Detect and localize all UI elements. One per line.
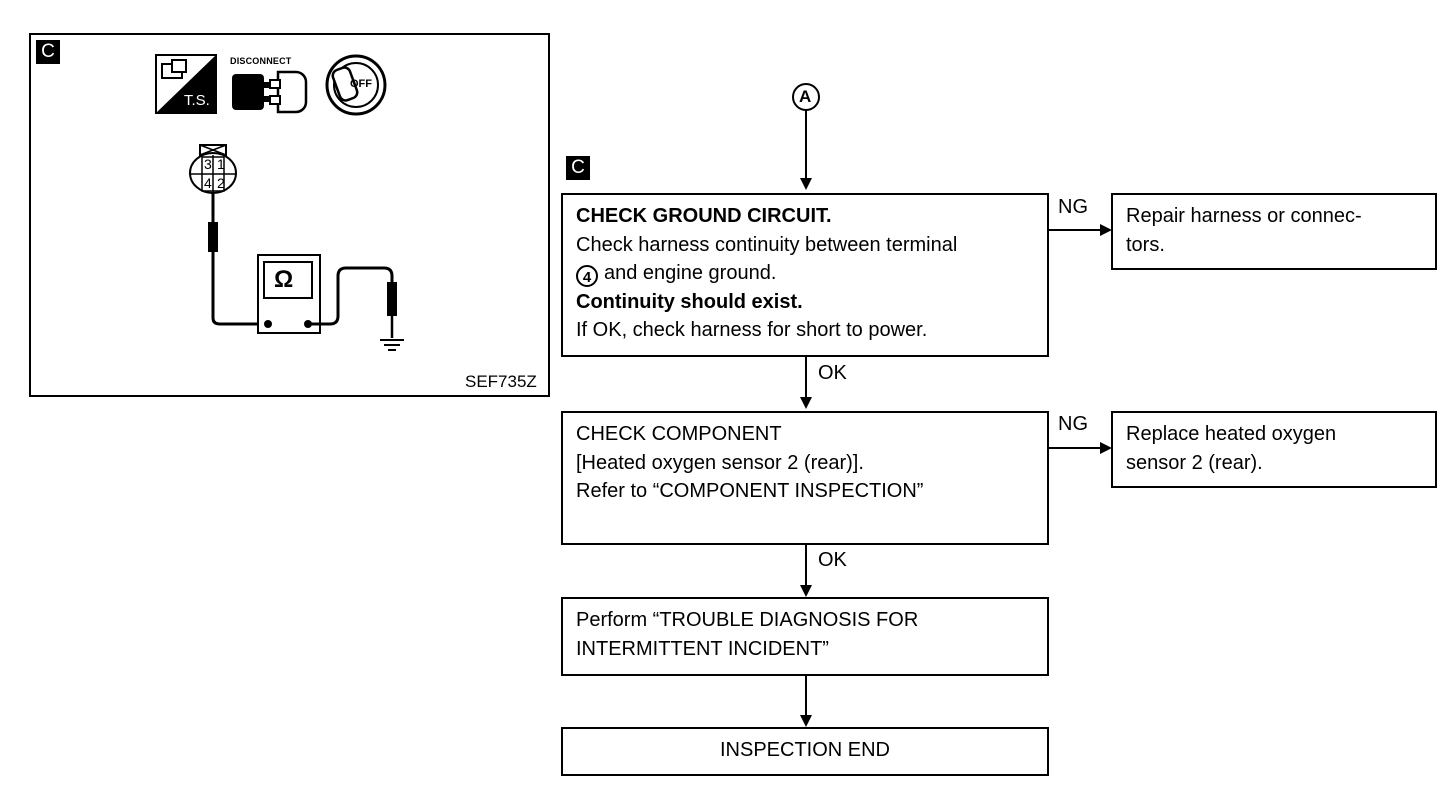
pin-4: 4 (204, 175, 212, 191)
step2-line1: CHECK COMPONENT (576, 423, 782, 445)
step2-ok-label: OK (818, 549, 847, 571)
step1-ng-action-line1: Repair harness or connec- (1126, 205, 1362, 227)
step1-line2: and engine ground. (604, 262, 777, 284)
inspection-end: INSPECTION END (561, 727, 1049, 776)
step1-ok-label: OK (818, 362, 847, 384)
step3-line2: INTERMITTENT INCIDENT” (576, 637, 829, 660)
step1-title: CHECK GROUND CIRCUIT. (576, 205, 832, 227)
step2-ng-action-line1: Replace heated oxygen (1126, 423, 1337, 445)
ohm-symbol: Ω (274, 266, 294, 293)
step2-ng-label: NG (1058, 413, 1088, 435)
step-check-component: CHECK COMPONENT [Heated oxygen sensor 2 … (561, 411, 1049, 545)
step1-ng-action-line2: tors. (1126, 233, 1165, 256)
step3-line1: Perform “TROUBLE DIAGNOSIS FOR (576, 609, 919, 631)
illustration-panel (29, 33, 550, 397)
step1-expect: Continuity should exist. (576, 290, 803, 313)
c-badge-letter: C (41, 41, 55, 62)
step2-ng-action: Replace heated oxygen sensor 2 (rear). (1111, 411, 1437, 488)
step2-ng-action-line2: sensor 2 (rear). (1126, 451, 1263, 474)
pin-2: 2 (217, 175, 225, 191)
ignition-off-label: OFF (350, 78, 372, 90)
ts-label: T.S. (184, 92, 210, 109)
terminal-4-marker: 4 (576, 265, 598, 287)
step2-line3: Refer to “COMPONENT INSPECTION” (576, 480, 924, 502)
flow-c-badge: C (566, 156, 590, 180)
pin-1: 1 (217, 156, 225, 172)
step1-line1: Check harness continuity between termina… (576, 233, 958, 256)
figure-code: SEF735Z (465, 372, 537, 391)
step1-line2-row: 4 and engine ground. (576, 259, 1047, 288)
flow-c-badge-letter: C (571, 157, 585, 178)
illustration-c-badge: C (36, 40, 60, 64)
disconnect-label: DISCONNECT (230, 56, 292, 66)
inspection-end-label: INSPECTION END (719, 739, 891, 761)
step1-ng-label: NG (1058, 196, 1088, 218)
step2-line2: [Heated oxygen sensor 2 (rear)]. (576, 451, 864, 474)
entry-marker-a: A (799, 87, 812, 106)
pin-3: 3 (204, 156, 212, 172)
step-check-ground-circuit: CHECK GROUND CIRCUIT. Check harness cont… (561, 193, 1049, 357)
step1-line3: If OK, check harness for short to power. (576, 319, 928, 341)
step1-ng-action: Repair harness or connec- tors. (1111, 193, 1437, 270)
step-trouble-diagnosis: Perform “TROUBLE DIAGNOSIS FOR INTERMITT… (561, 597, 1049, 676)
